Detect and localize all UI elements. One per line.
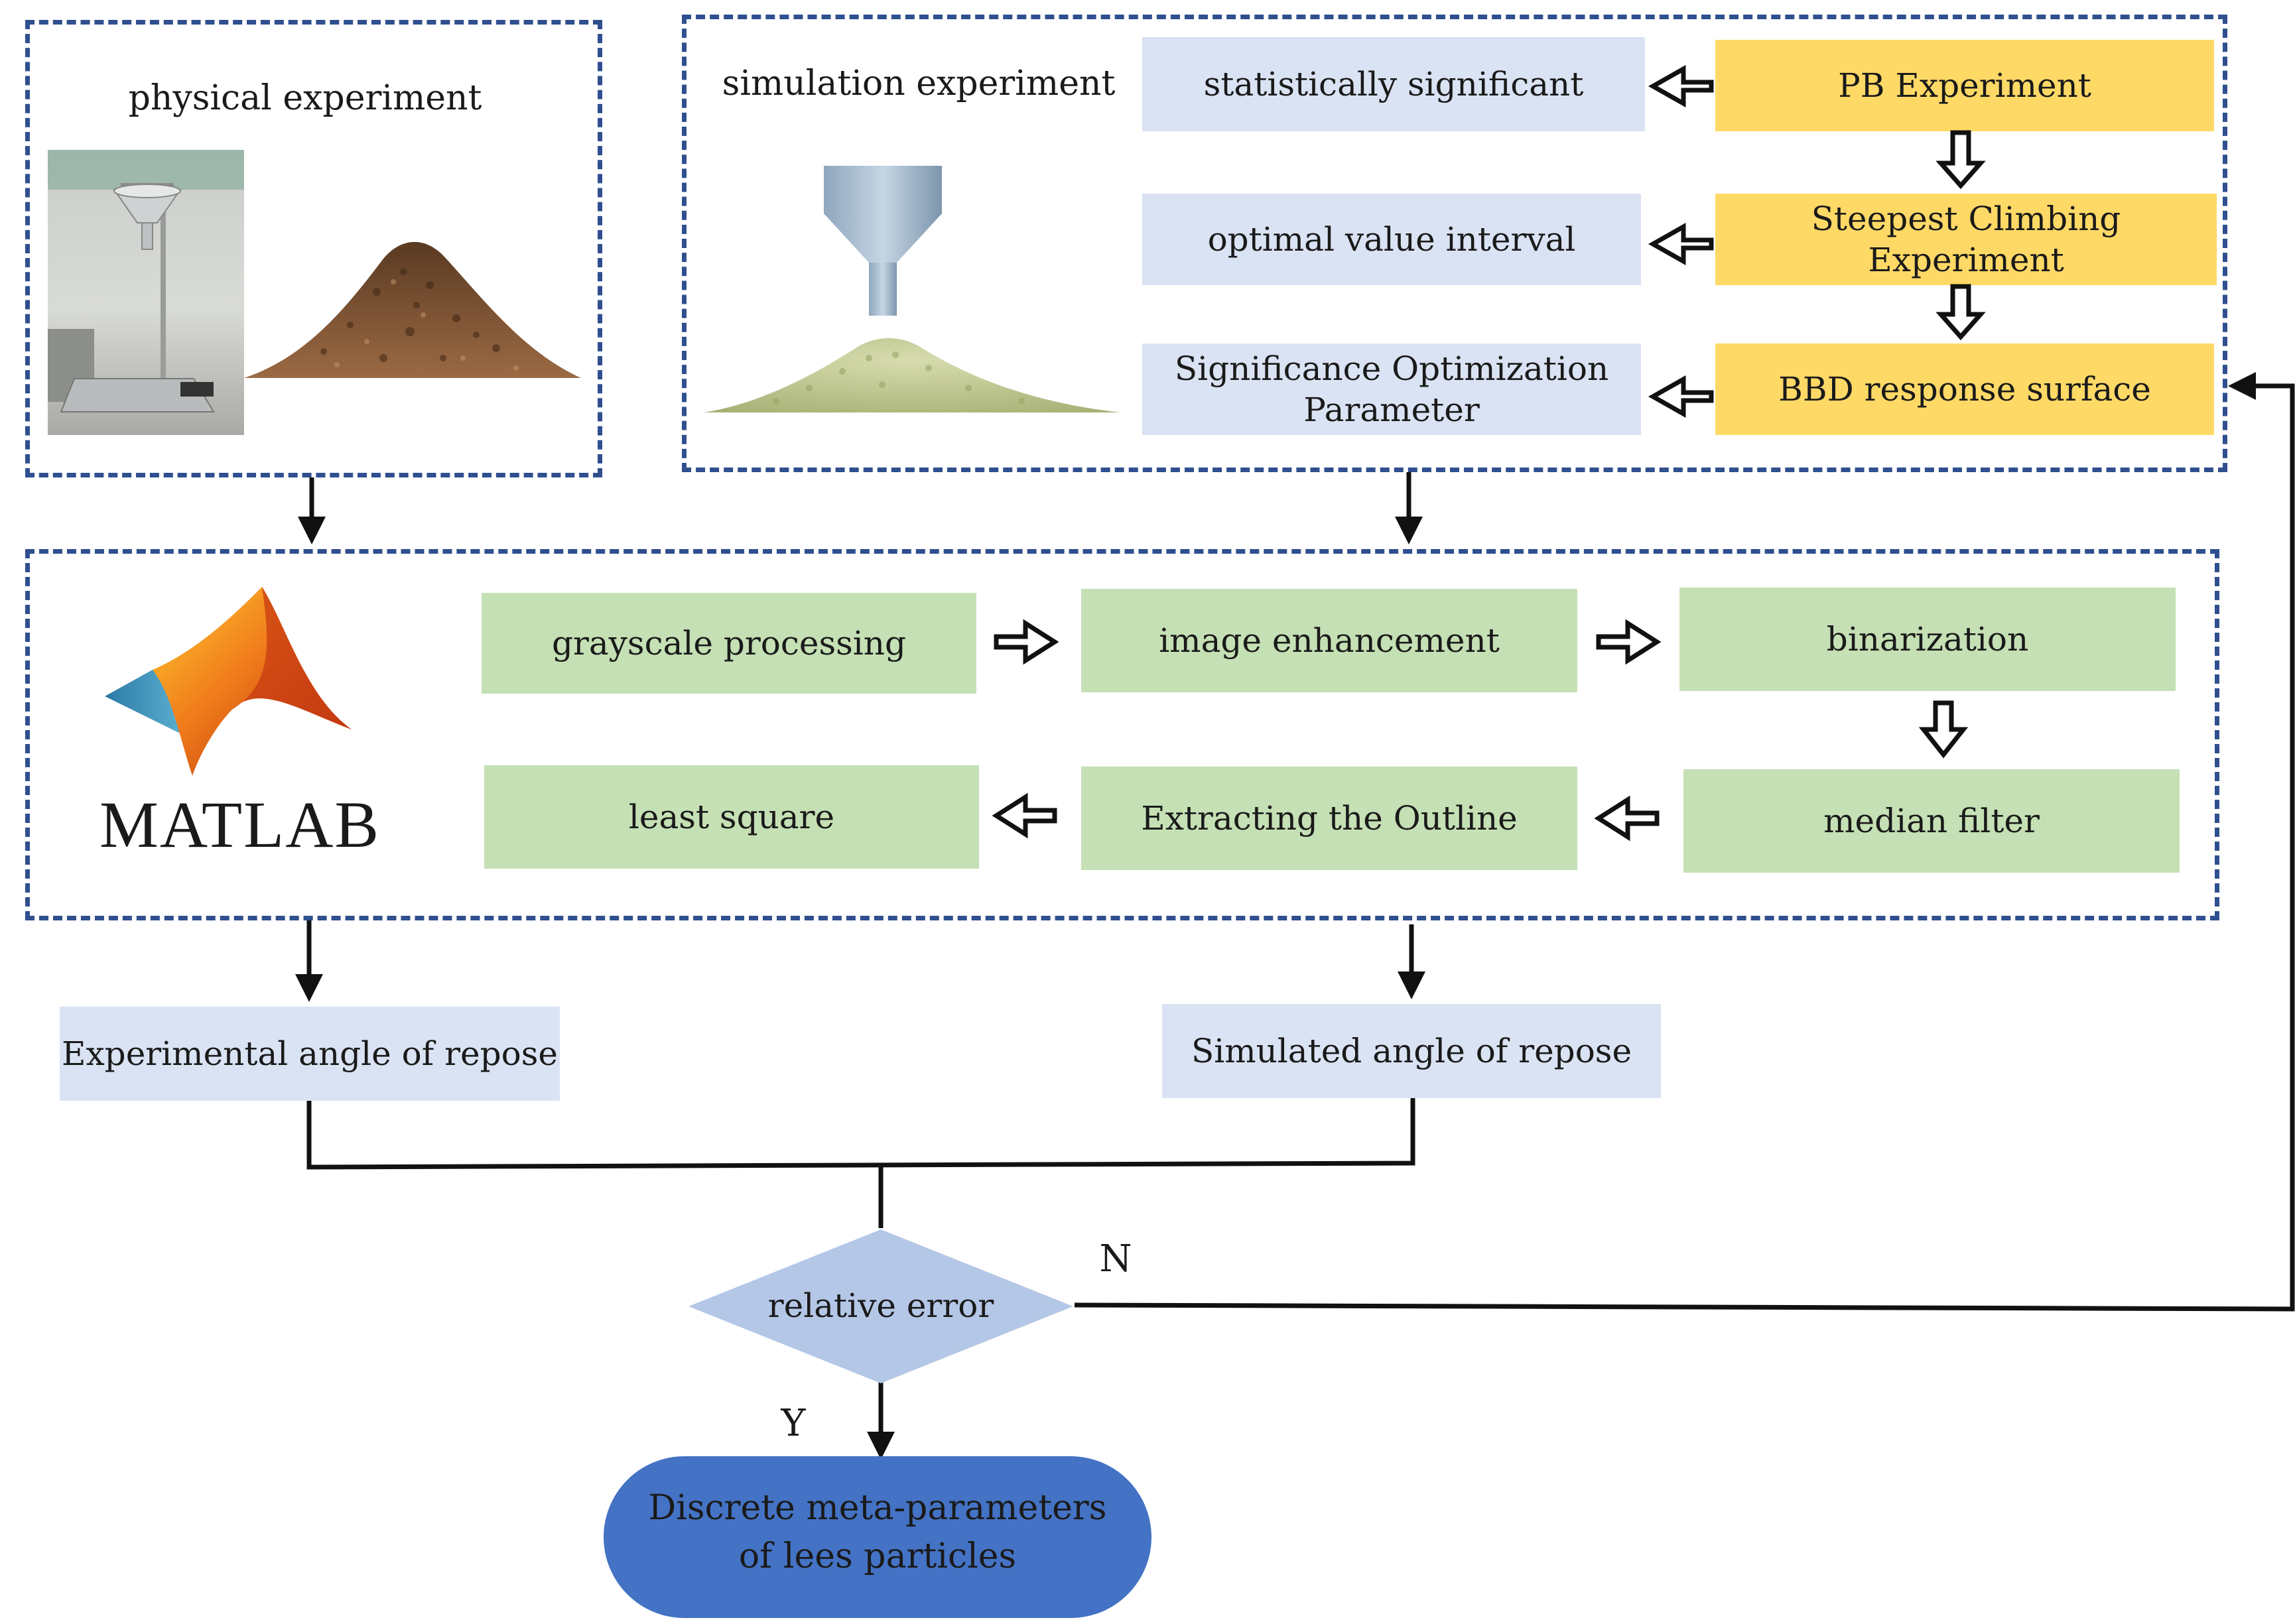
decision-diamond (688, 1229, 1073, 1383)
step-least-square: least square (484, 765, 979, 869)
step-steepest-climbing: Steepest Climbing Experiment (1715, 194, 2217, 285)
matlab-processing-group (25, 549, 2219, 920)
decision-no-label: N (1099, 1237, 1132, 1280)
simulation-funnel-render (703, 166, 1121, 418)
decision-yes-label: Y (781, 1402, 806, 1445)
simulation-experiment-group (682, 15, 2227, 472)
result-statistically-significant: statistically significant (1142, 37, 1645, 131)
decision-relative-error: relative error (767, 1286, 994, 1325)
physical-apparatus-photo (48, 150, 244, 435)
result-significance-optimization: Significance Optimization Parameter (1142, 344, 1641, 435)
matlab-logo-text: MATLAB (99, 788, 381, 861)
physical-experiment-group (25, 20, 602, 477)
experimental-angle-of-repose: Experimental angle of repose (60, 1007, 560, 1101)
simulation-experiment-title: simulation experiment (722, 64, 1116, 103)
step-pb-experiment: PB Experiment (1715, 40, 2214, 131)
final-discrete-meta-parameters: Discrete meta-parameters of lees particl… (604, 1484, 1151, 1581)
result-optimal-value-interval: optimal value interval (1142, 194, 1641, 285)
physical-experiment-title: physical experiment (128, 78, 482, 118)
step-median-filter: median filter (1683, 769, 2180, 873)
step-image-enhancement: image enhancement (1081, 589, 1577, 692)
matlab-logo-icon (99, 584, 365, 782)
step-grayscale-processing: grayscale processing (482, 593, 976, 694)
step-binarization: binarization (1679, 588, 2176, 691)
step-bbd-response-surface: BBD response surface (1715, 344, 2214, 435)
final-line-2: of lees particles (738, 1536, 1017, 1576)
final-line-1: Discrete meta-parameters (648, 1488, 1107, 1528)
step-extracting-outline: Extracting the Outline (1081, 767, 1577, 870)
physical-pile-photo (244, 199, 581, 385)
simulated-angle-of-repose: Simulated angle of repose (1162, 1004, 1661, 1098)
